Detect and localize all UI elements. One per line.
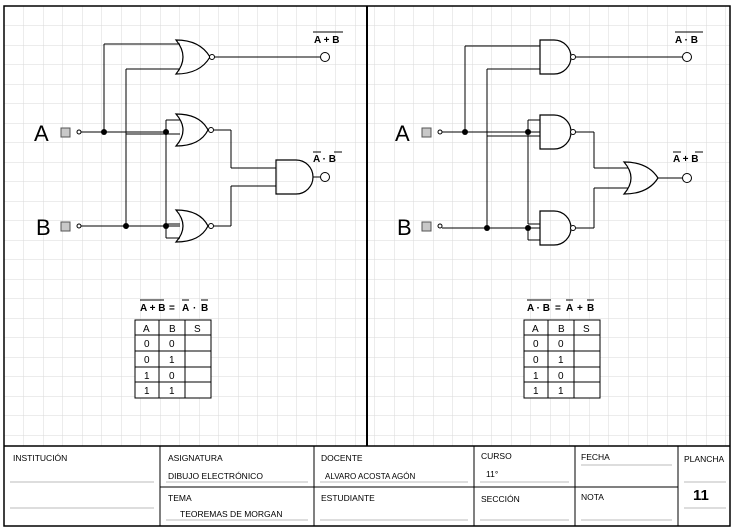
junction-dot (525, 225, 531, 231)
identity-lhs: A · B (527, 303, 550, 314)
table-cell: 1 (533, 371, 539, 382)
nand-bubble (570, 54, 576, 60)
table-header: B (558, 324, 565, 335)
table-frame (523, 319, 601, 399)
identity-eq: = (555, 303, 561, 314)
output-top-terminal (682, 52, 692, 62)
output-bottom-label: A · B (313, 154, 336, 165)
left-truth-table: A B S 0 0 0 1 1 0 1 1 (134, 319, 212, 399)
table-cell: 0 (533, 339, 539, 350)
table-cell: 0 (169, 371, 175, 382)
identity-rhs-1: A (182, 303, 189, 314)
table-cell: 1 (144, 386, 150, 397)
tema-value: TEOREMAS DE MORGAN (180, 509, 282, 519)
input-a-terminal (437, 129, 443, 135)
identity-eq: = (169, 303, 175, 314)
fecha-label: FECHA (581, 452, 610, 462)
tema-label: TEMA (168, 493, 192, 503)
input-a-label: A (34, 121, 49, 146)
table-cell: 0 (169, 339, 175, 350)
table-cell: 0 (144, 339, 150, 350)
table-frame (134, 319, 212, 399)
table-cell: 0 (558, 339, 564, 350)
identity-rhs-2: B (587, 303, 594, 314)
nor-gate-invert-a (174, 113, 209, 147)
left-identity: A + B = A · B (140, 299, 208, 314)
table-cell: 1 (533, 386, 539, 397)
plancha-value: 11 (693, 487, 709, 504)
curso-value: 11° (486, 469, 498, 479)
table-cell: 1 (169, 355, 175, 366)
left-circuit (60, 39, 330, 243)
table-cell: 0 (558, 371, 564, 382)
input-a-label: A (395, 121, 410, 146)
output-bottom-terminal (682, 173, 692, 183)
institucion-label: INSTITUCIÓN (13, 453, 67, 463)
table-cell: 1 (558, 386, 564, 397)
table-header: A (143, 324, 150, 335)
right-identity: A · B = A + B (527, 299, 594, 314)
input-b-terminal (437, 223, 443, 229)
nor-bubble (209, 54, 215, 60)
input-a-switch (60, 127, 71, 138)
junction-dot (462, 129, 468, 135)
table-header: S (194, 324, 201, 335)
output-bottom-terminal (320, 172, 330, 182)
identity-rhs-op: + (577, 303, 583, 314)
identity-rhs-1: A (566, 303, 573, 314)
identity-rhs-op: · (193, 303, 196, 314)
seccion-label: SECCIÓN (481, 494, 520, 504)
identity-rhs-2: B (201, 303, 208, 314)
input-b-switch (60, 221, 71, 232)
or-gate (622, 161, 659, 195)
table-cell: 0 (144, 355, 150, 366)
output-top-label: A + B (314, 35, 339, 46)
input-a-terminal (76, 129, 82, 135)
output-top-terminal (320, 52, 330, 62)
table-header: B (169, 324, 176, 335)
curso-label: CURSO (481, 451, 512, 461)
junction-dot (101, 129, 107, 135)
junction-dot (123, 223, 129, 229)
table-cell: 1 (144, 371, 150, 382)
and-gate (275, 159, 314, 195)
right-truth-table: A B S 0 0 0 1 1 0 1 1 (523, 319, 601, 399)
nand-bubble (570, 129, 576, 135)
input-b-terminal (76, 223, 82, 229)
junction-dot (484, 225, 490, 231)
nor-gate-top (174, 39, 211, 75)
title-block (10, 446, 726, 526)
table-cell: 1 (558, 355, 564, 366)
input-b-label: B (397, 215, 412, 240)
output-top-label: A · B (675, 35, 698, 46)
table-header: S (583, 324, 590, 335)
nor-gate-invert-b (174, 209, 209, 243)
nor-bubble (208, 127, 214, 133)
input-a-switch (421, 127, 432, 138)
nand-bubble (570, 225, 576, 231)
identity-lhs: A + B (140, 303, 165, 314)
docente-value: ALVARO ACOSTA AGÓN (325, 472, 415, 481)
estudiante-label: ESTUDIANTE (321, 493, 375, 503)
plancha-label: PLANCHA (684, 454, 724, 464)
asignatura-value: DIBUJO ELECTRÓNICO (168, 471, 263, 481)
asignatura-label: ASIGNATURA (168, 453, 223, 463)
junction-dot (163, 129, 169, 135)
output-bottom-label: A + B (673, 154, 698, 165)
junction-dot (525, 129, 531, 135)
input-b-switch (421, 221, 432, 232)
junction-dot (163, 223, 169, 229)
nor-bubble (208, 223, 214, 229)
table-cell: 0 (533, 355, 539, 366)
docente-label: DOCENTE (321, 453, 363, 463)
table-header: A (532, 324, 539, 335)
table-cell: 1 (169, 386, 175, 397)
input-b-label: B (36, 215, 51, 240)
nota-label: NOTA (581, 492, 604, 502)
right-circuit (421, 39, 692, 246)
